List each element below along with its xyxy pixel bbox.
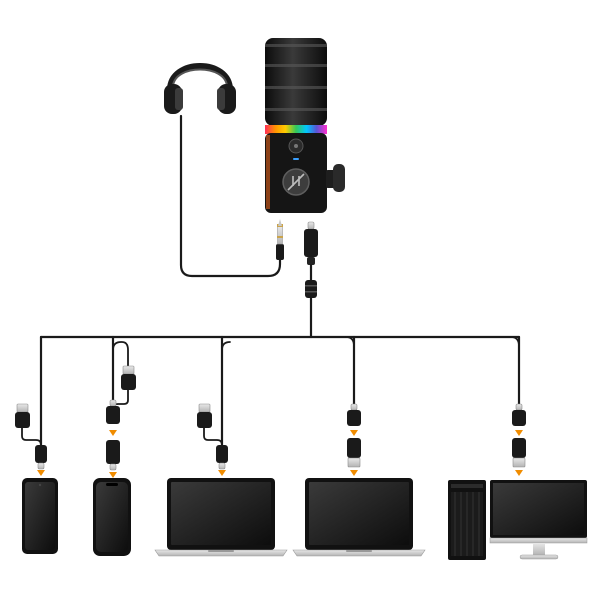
usb-microphone-icon (265, 38, 345, 213)
rgb-light-ring (265, 125, 327, 134)
arrow-down-icon (109, 472, 117, 478)
usb-c-plug-icon (347, 403, 361, 426)
iphone-icon (93, 478, 131, 556)
arrow-down-icon (350, 430, 358, 436)
audio-jack-3-5mm-icon (276, 219, 284, 260)
usb-c-adapter-icon (216, 445, 228, 470)
lightning-adapter-icon (106, 440, 120, 471)
usb-c-adapter-icon (35, 445, 47, 470)
arrow-down-icon (109, 430, 117, 436)
desktop-tower-icon (448, 480, 486, 560)
arrow-down-icon (515, 470, 523, 476)
laptop-icon (292, 478, 426, 557)
arrow-down-icon (515, 430, 523, 436)
usb-a-adapter-icon (512, 438, 526, 468)
arrow-down-icon (218, 470, 226, 476)
ferrite-bead-icon (305, 280, 317, 298)
android-phone-icon (22, 478, 58, 554)
usb-c-plug-icon (512, 403, 526, 426)
usb-a-adapter-icon (347, 438, 361, 468)
headphone-cable (179, 114, 282, 278)
headphones-icon (164, 63, 236, 114)
arrow-down-icon (350, 470, 358, 476)
usb-a-plug-icon (15, 403, 30, 428)
monitor-icon (489, 480, 588, 560)
usb-c-plug-icon (106, 399, 120, 424)
laptop-icon (154, 478, 288, 557)
usb-a-plug-icon (121, 365, 136, 390)
arrow-down-icon (37, 470, 45, 476)
usb-a-plug-icon (197, 403, 212, 428)
usb-c-plug-icon (304, 221, 318, 265)
